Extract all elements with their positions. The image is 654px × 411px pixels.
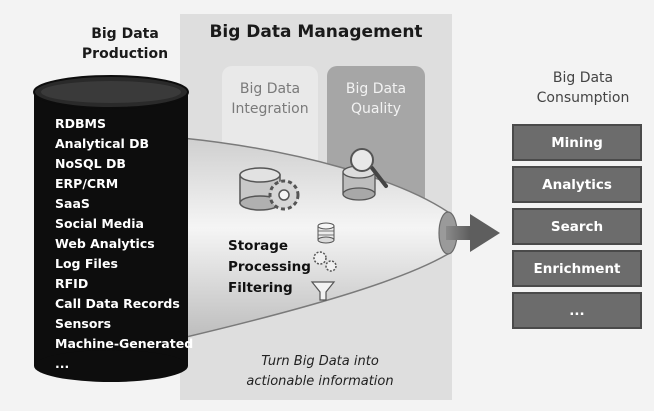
quality-label-line: Big Data [345, 81, 407, 97]
tagline-line: actionable information [246, 374, 394, 389]
production-title-line: Big Data [91, 26, 159, 42]
source-item: ERP/CRM [55, 176, 119, 191]
consumption-title-line: Big Data [552, 70, 614, 86]
arrow-right-icon [446, 214, 500, 252]
source-item: Web Analytics [55, 236, 155, 251]
gear-icon [268, 179, 300, 211]
processing-gears-icon [313, 251, 337, 272]
source-item: Sensors [55, 316, 112, 331]
source-item: ... [55, 356, 70, 371]
consumption-title-line: Consumption [536, 90, 630, 106]
source-item: RDBMS [55, 116, 106, 131]
processing-stages: Storage Processing Filtering [228, 236, 311, 299]
production-cylinder [33, 75, 189, 382]
consumption-title: Big Data Consumption [527, 68, 639, 108]
consumption-list: Mining Analytics Search Enrichment ... [512, 124, 642, 334]
stage-label: Processing [228, 259, 311, 275]
management-title: Big Data Management [209, 22, 423, 42]
database-icon [239, 167, 281, 211]
production-title: Big Data Production [80, 24, 170, 64]
source-item: Call Data Records [55, 296, 180, 311]
source-item: Machine-Generated [55, 336, 194, 351]
source-item: RFID [55, 276, 89, 291]
consumption-item: Analytics [512, 166, 642, 203]
production-title-line: Production [81, 46, 169, 62]
tagline: Turn Big Data into actionable informatio… [220, 352, 420, 392]
storage-database-icon [317, 222, 335, 244]
consumption-item: Mining [512, 124, 642, 161]
stage-label: Filtering [228, 280, 293, 296]
magnifier-icon [350, 148, 388, 188]
source-item: NoSQL DB [55, 156, 126, 171]
quality-database-icon [342, 165, 376, 201]
source-item: Log Files [55, 256, 118, 271]
consumption-item: Search [512, 208, 642, 245]
production-source-list: RDBMS Analytical DB NoSQL DB ERP/CRM Saa… [55, 114, 193, 374]
filter-funnel-icon [310, 281, 336, 301]
source-item: Analytical DB [55, 136, 150, 151]
tagline-line: Turn Big Data into [261, 354, 379, 369]
quality-label-line: Quality [350, 101, 402, 117]
integration-label-line: Big Data [239, 81, 301, 97]
source-item: SaaS [55, 196, 90, 211]
quality-label: Big Data Quality [327, 79, 425, 119]
source-item: Social Media [55, 216, 144, 231]
integration-label-line: Integration [231, 101, 309, 117]
integration-label: Big Data Integration [222, 79, 318, 119]
consumption-item: ... [512, 292, 642, 329]
consumption-item: Enrichment [512, 250, 642, 287]
stage-label: Storage [228, 238, 289, 254]
